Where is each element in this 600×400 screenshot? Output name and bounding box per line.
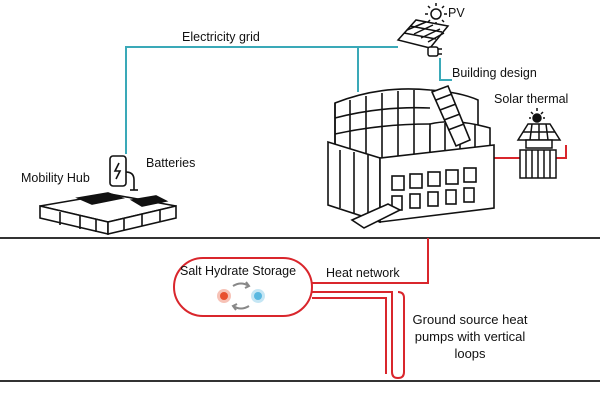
heat-network-line: [312, 238, 429, 284]
ground-source-label: Ground source heat pumps with vertical l…: [412, 312, 528, 361]
building-illustration: [327, 84, 495, 229]
hot-particle-icon: [217, 289, 231, 303]
salt-hydrate-storage-tank: [173, 257, 313, 317]
ground-loop: [312, 291, 405, 380]
cold-particle-icon: [251, 289, 265, 303]
plug-icon: [427, 46, 442, 57]
solar-thermal-collector-icon: [516, 108, 562, 179]
solar-panel-icon: [396, 19, 450, 49]
salt-hydrate-storage-label: Salt Hydrate Storage: [180, 264, 297, 278]
pv-label: PV: [448, 6, 465, 20]
mobility-hub-label: Mobility Hub: [21, 171, 90, 185]
batteries-label: Batteries: [146, 156, 196, 170]
heat-network-label: Heat network: [326, 266, 400, 280]
building-feed-line: [439, 58, 452, 81]
solar-thermal-label: Solar thermal: [494, 92, 569, 106]
mobility-hub-illustration: [39, 192, 177, 236]
ground-loop-inner: [312, 297, 387, 374]
solar-thermal-heat-line: [490, 145, 567, 159]
building-design-label: Building design: [452, 66, 537, 80]
electricity-grid-line: [125, 46, 359, 154]
electricity-grid-label: Electricity grid: [182, 30, 260, 44]
ev-charger-icon: [109, 155, 138, 191]
sun-icon: [425, 3, 447, 25]
arrows-cycle-icon: [231, 281, 251, 311]
